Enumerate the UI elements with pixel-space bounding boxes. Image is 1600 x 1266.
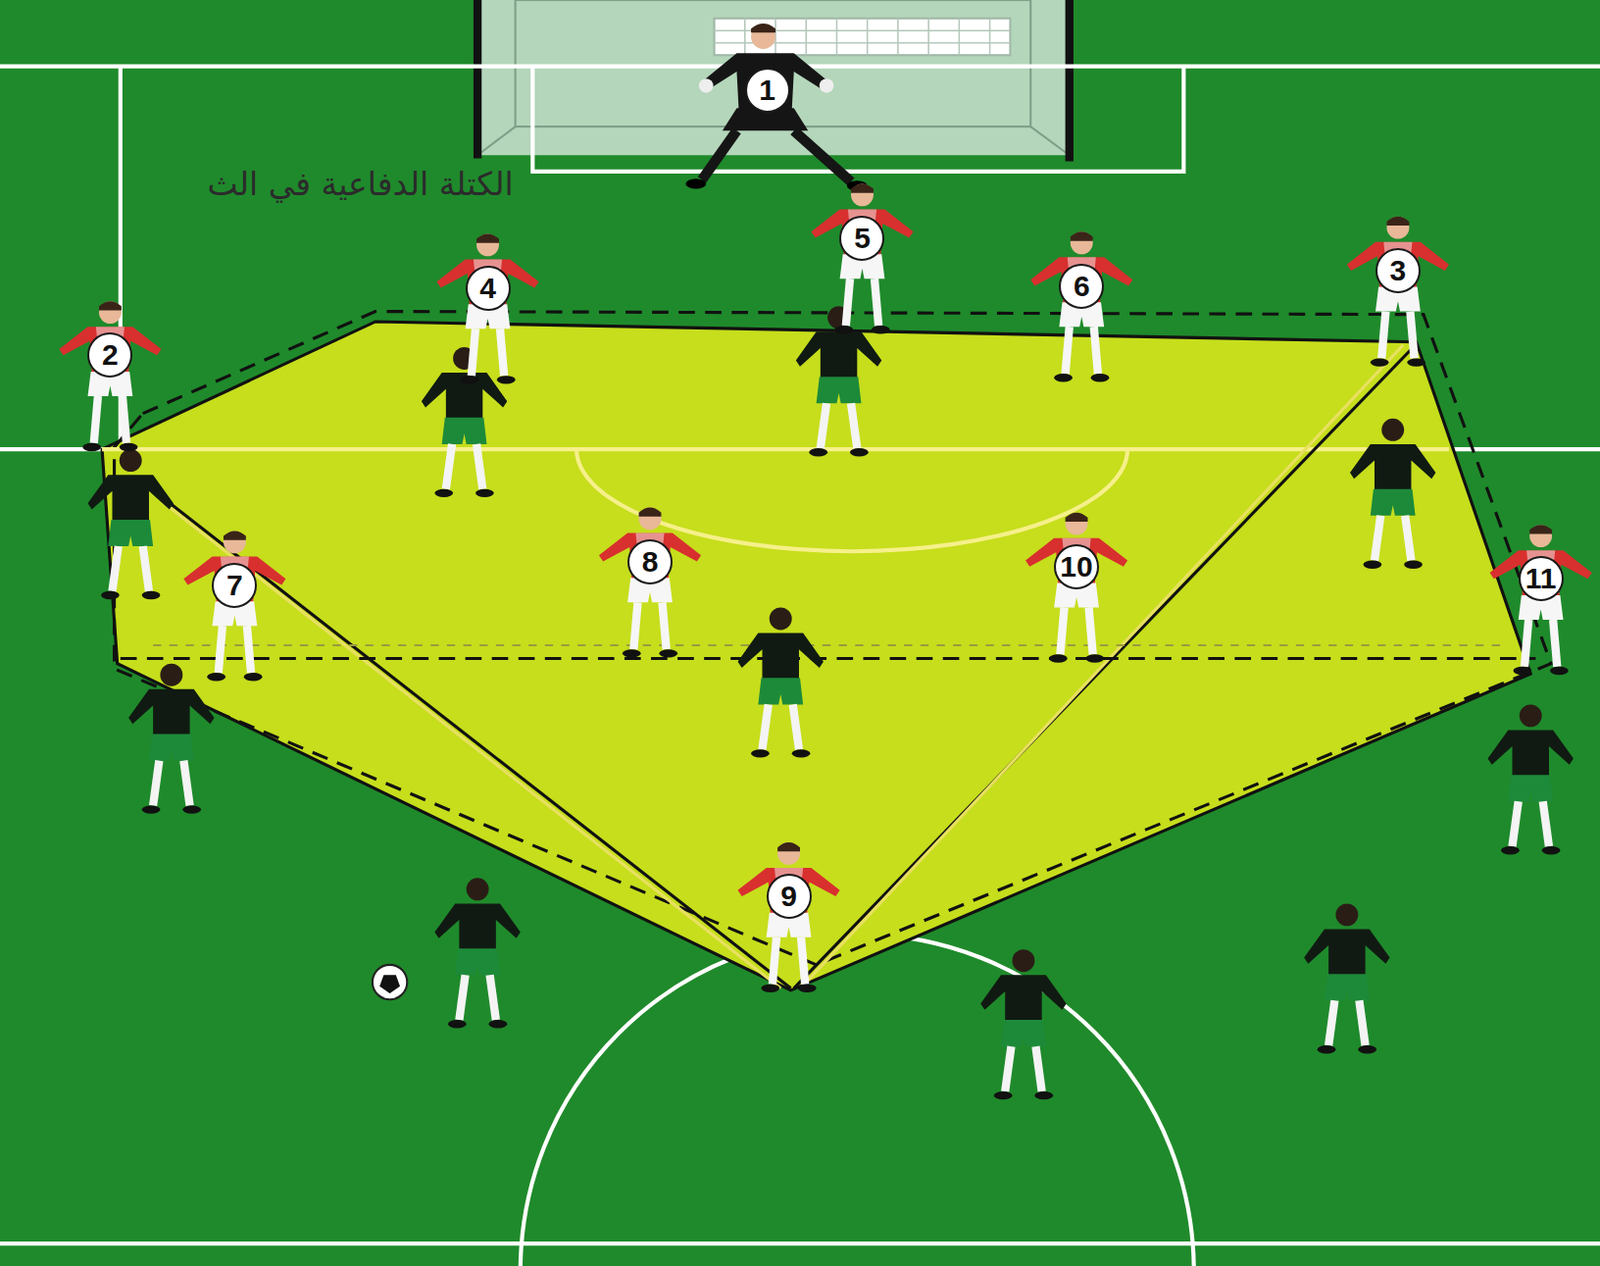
- goalkeeper: [685, 23, 867, 192]
- defending-player: [436, 233, 539, 384]
- opponent-player: [1488, 703, 1574, 854]
- opponent-player: [1350, 418, 1436, 569]
- opponent-player: [421, 347, 507, 498]
- opponent-player: [128, 663, 214, 814]
- opponent-player: [88, 449, 174, 600]
- player-number: 6: [1058, 263, 1104, 309]
- player-number: 11: [1518, 555, 1564, 601]
- block-title: الكتلة الدفاعية في الث: [203, 164, 518, 204]
- defending-player: [1025, 512, 1128, 663]
- defending-player: [58, 300, 161, 451]
- ball: [372, 964, 407, 1000]
- opponent-player: [738, 606, 824, 757]
- defending-player: [1347, 216, 1450, 367]
- pitch-lines: [0, 66, 1600, 1266]
- defending-player: [738, 842, 841, 993]
- player-number: 10: [1053, 544, 1100, 590]
- defending-player: [1030, 231, 1133, 382]
- opponent-player: [1303, 902, 1390, 1053]
- defending-player: [1490, 524, 1593, 675]
- player-number: 1: [745, 67, 791, 113]
- goal: [477, 0, 1070, 161]
- defending-player: [599, 506, 701, 657]
- player-number: 7: [211, 562, 257, 608]
- player-number: 4: [465, 265, 511, 311]
- defenders: [58, 23, 1592, 993]
- defending-player: [183, 530, 286, 681]
- player-number: 8: [627, 539, 673, 585]
- defending-player: [810, 183, 913, 334]
- opponent-player: [434, 877, 520, 1028]
- opponents: [88, 305, 1574, 1100]
- opponent-player: [980, 949, 1066, 1100]
- player-number: 9: [766, 873, 812, 919]
- player-number: 5: [839, 215, 885, 261]
- player-number: 3: [1375, 248, 1421, 294]
